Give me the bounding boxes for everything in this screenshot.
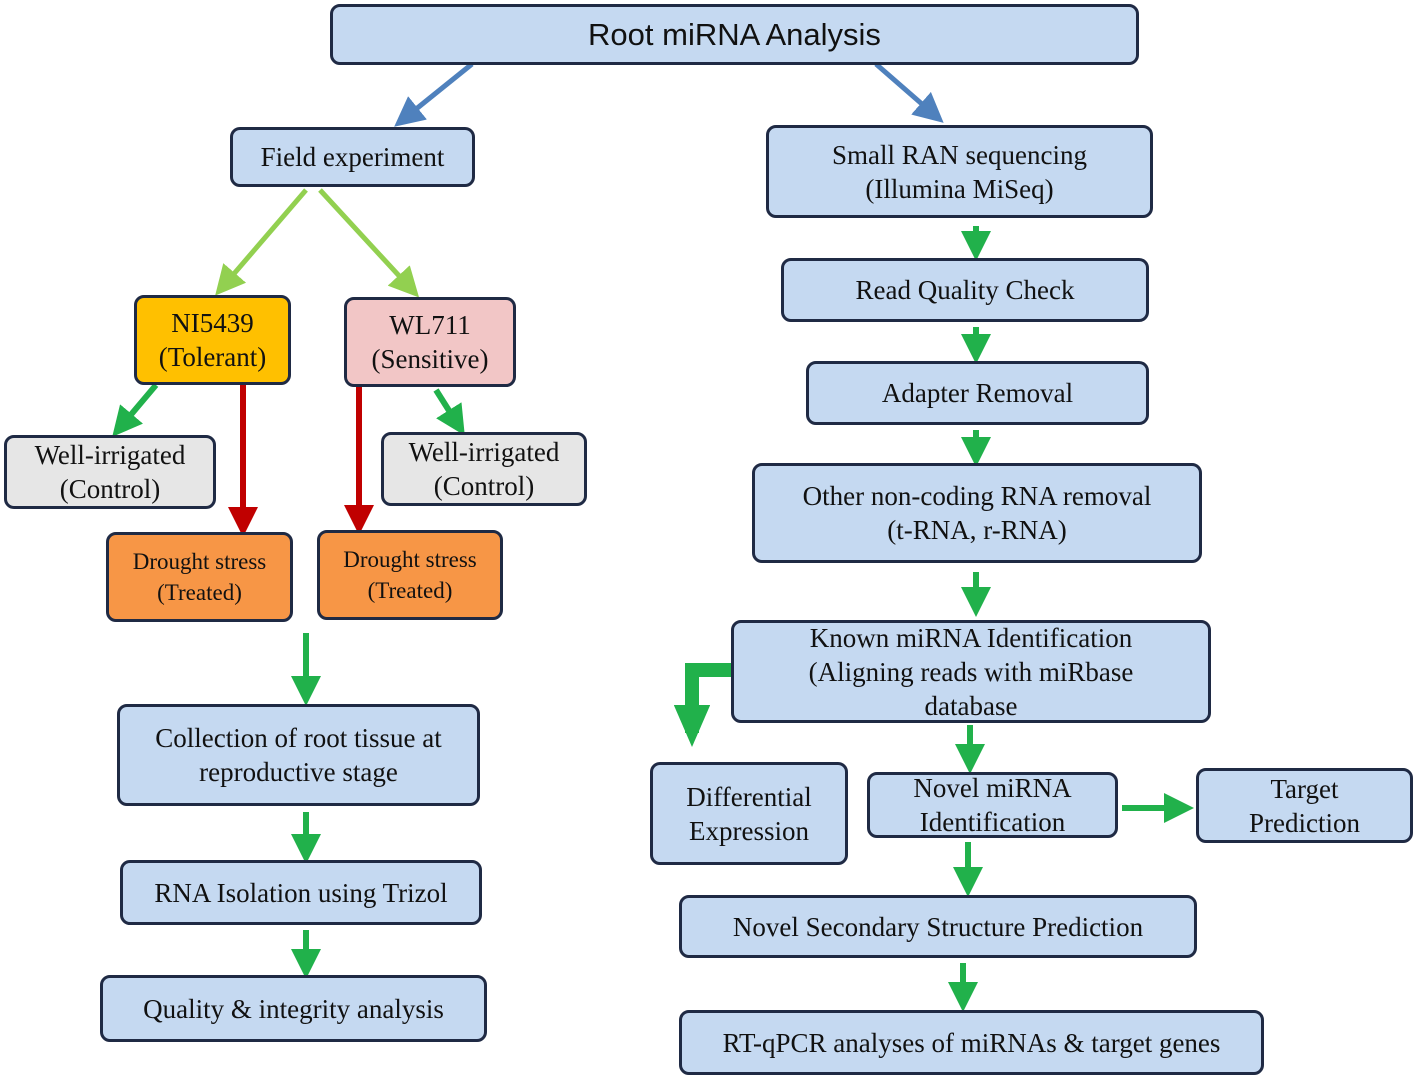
rna-isolation-label: RNA Isolation using Trizol [154,877,448,908]
control-sensitive-line2: (Control) [433,471,535,501]
noncoding-removal-box: Other non-coding RNA removal (t-RNA, r-R… [752,463,1202,563]
drought-tolerant-line2: (Treated) [157,580,242,605]
sensitive-variety-name: WL711 [389,310,471,340]
control-tolerant-line2: (Control) [59,474,161,504]
novel-mirna-line2: Identification [919,807,1066,837]
control-tolerant-line1: Well-irrigated [34,440,186,470]
control-sensitive-line1: Well-irrigated [408,437,560,467]
rtqpcr-label: RT-qPCR analyses of miRNAs & target gene… [722,1027,1221,1058]
novel-mirna-line1: Novel miRNA [913,773,1072,803]
collection-box: Collection of root tissue at reproductiv… [117,704,480,806]
known-mirna-line3: database [924,690,1018,721]
collection-line1: Collection of root tissue at [155,723,442,753]
target-prediction-line1: Target [1270,773,1339,804]
novel-mirna-box: Novel miRNA Identification [867,772,1118,838]
arrow-field-to-sensitive [318,188,420,298]
noncoding-line1: Other non-coding RNA removal [802,481,1152,511]
tolerant-variety-name: NI5439 [171,308,254,338]
arrow-title-to-field [394,62,474,127]
control-sensitive-box: Well-irrigated (Control) [381,432,587,506]
control-tolerant-box: Well-irrigated (Control) [4,435,216,509]
drought-sensitive-box: Drought stress (Treated) [317,530,503,620]
field-experiment-box: Field experiment [230,127,475,187]
noncoding-line2: (t-RNA, r-RNA) [887,515,1067,545]
target-prediction-line2: Prediction [1249,807,1360,838]
sensitive-variety-type: (Sensitive) [371,344,489,374]
quality-analysis-box: Quality & integrity analysis [100,975,487,1042]
collection-line2: reproductive stage [199,757,398,787]
arrow-tolerant-to-control [112,383,159,437]
known-mirna-line2: (Aligning reads with miRbase [808,656,1134,687]
target-prediction-box: Target Prediction [1196,768,1413,843]
tolerant-variety-box: NI5439 (Tolerant) [134,295,291,385]
known-mirna-box: Known miRNA Identification (Aligning rea… [731,620,1211,723]
differential-line1: Differential [686,781,812,812]
quality-analysis-label: Quality & integrity analysis [143,993,444,1024]
read-quality-box: Read Quality Check [781,258,1149,322]
title-box: Root miRNA Analysis [330,4,1139,65]
rtqpcr-box: RT-qPCR analyses of miRNAs & target gene… [679,1010,1264,1075]
drought-tolerant-line1: Drought stress [132,549,267,574]
read-quality-label: Read Quality Check [855,275,1075,305]
secondary-structure-box: Novel Secondary Structure Prediction [679,895,1197,958]
differential-expression-box: Differential Expression [650,762,848,865]
page-title: Root miRNA Analysis [588,16,881,52]
adapter-removal-label: Adapter Removal [881,378,1074,408]
drought-tolerant-box: Drought stress (Treated) [106,532,293,622]
sequencing-line2: (Illumina MiSeq) [865,173,1054,204]
sequencing-line1: Small RAN sequencing [832,139,1087,170]
differential-line2: Expression [689,815,809,846]
adapter-removal-box: Adapter Removal [806,361,1149,425]
arrow-field-to-tolerant [215,188,308,296]
secondary-structure-label: Novel Secondary Structure Prediction [732,911,1144,942]
arrow-sensitive-to-control [433,388,465,436]
tolerant-variety-type: (Tolerant) [158,342,267,372]
rna-isolation-box: RNA Isolation using Trizol [120,860,482,925]
arrow-title-to-sequencing [874,62,944,123]
field-experiment-label: Field experiment [260,142,445,172]
arrow-known-to-differential [673,663,731,747]
known-mirna-line1: Known miRNA Identification [809,622,1133,653]
drought-sensitive-line1: Drought stress [343,547,477,572]
drought-sensitive-line2: (Treated) [367,578,453,603]
sequencing-box: Small RAN sequencing (Illumina MiSeq) [766,125,1153,218]
sensitive-variety-box: WL711 (Sensitive) [344,297,516,387]
